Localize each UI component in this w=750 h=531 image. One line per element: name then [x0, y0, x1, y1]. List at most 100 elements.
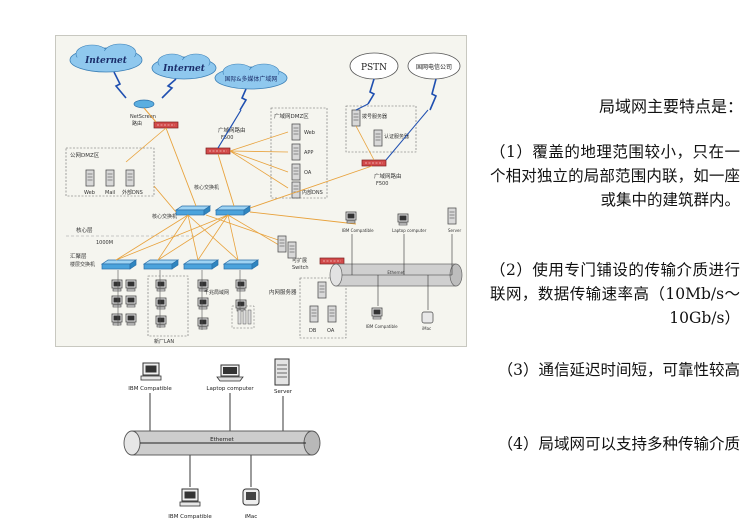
netscreen-label: NetScreen — [130, 114, 156, 120]
embedded-imac-label: iMac — [422, 326, 431, 331]
switch-word-label: Switch — [292, 265, 309, 271]
wan-dmz-label: 广域网DMZ区 — [274, 112, 309, 120]
isp-link — [429, 78, 438, 111]
imac-label: iMac — [245, 514, 258, 520]
db-server-icon — [309, 305, 319, 323]
mail-server-icon — [105, 169, 115, 187]
pstn-cloud: PSTN — [349, 52, 399, 80]
pstn-label: PSTN — [361, 63, 387, 73]
embedded-ibm-pc-1 — [345, 211, 357, 224]
embedded-imac-icon — [421, 311, 434, 324]
intranet-server-label: 内网服务器 — [269, 288, 297, 296]
auth-server-icon — [373, 129, 383, 147]
wan-cloud: 国际&多媒体广域网 — [214, 63, 288, 90]
agg-switch-3 — [183, 259, 219, 270]
extend-switch-icon-2 — [287, 241, 297, 259]
dns-label: 外部DNS — [122, 189, 143, 196]
dmz-oa-server-icon — [291, 163, 301, 181]
wan-cloud-label: 国际&多媒体广域网 — [225, 75, 278, 83]
extend-switch-label: 可扩展 — [292, 257, 307, 264]
agg-layer-label: 汇聚层 — [70, 252, 87, 260]
gigabit-lan-label: 千兆局域网 — [204, 289, 229, 296]
dmz-app-server-icon — [291, 143, 301, 161]
embedded-laptop — [397, 213, 409, 226]
wan-router-model: F500 — [221, 135, 233, 141]
laptop-icon — [216, 364, 244, 382]
feature-4: （4）局域网可以支持多种传输介质 — [497, 435, 740, 453]
isp-label: 国网电信公司 — [416, 63, 452, 71]
web-server-icon — [85, 169, 95, 187]
dmz-dns-server-icon — [291, 181, 301, 199]
embedded-ibm-label-1: IBM Compatible — [342, 228, 374, 233]
dmz-web-label: Web — [304, 130, 315, 136]
internet-cloud-1: Internet — [69, 43, 143, 73]
public-dmz-label: 公网DMZ区 — [70, 152, 100, 159]
core-switch-2 — [215, 205, 251, 216]
web-label: Web — [84, 190, 95, 196]
wan-router2-label: 广域网路由 — [374, 172, 402, 180]
ibm-top-label: IBM Compatible — [128, 386, 172, 392]
intranet-router — [319, 257, 345, 265]
intranet-server-box — [299, 277, 347, 339]
gigabit-lan-devices — [237, 309, 252, 325]
server-icon — [274, 358, 290, 386]
oa-label: OA — [327, 328, 335, 334]
agg-switch-label: 楼层交换机 — [70, 261, 95, 268]
server-label: Server — [274, 389, 293, 395]
wan-link — [239, 88, 248, 111]
db-label: DB — [309, 328, 317, 334]
internet-link-2 — [161, 78, 177, 99]
edge-router — [133, 99, 155, 109]
ethernet-label: Ethernet — [210, 437, 235, 443]
wan-router — [205, 147, 231, 155]
embedded-server — [447, 207, 457, 225]
ibm-pc-top-icon — [140, 362, 162, 381]
router-left-label: 路由 — [132, 120, 142, 127]
auth-server-label: 认证服务器 — [384, 133, 409, 140]
pstn-link — [367, 78, 376, 105]
imac-icon — [242, 488, 260, 506]
isp-cloud: 国网电信公司 — [407, 52, 461, 80]
ethernet-bus: Ethernet — [123, 430, 321, 456]
core-switch-1 — [175, 205, 211, 216]
intranet-switch-icon — [317, 281, 327, 299]
wan-dmz-box — [270, 107, 328, 199]
public-dmz-box — [65, 147, 155, 197]
ibm-bottom-label: IBM Compatible — [168, 514, 212, 520]
laptop-label: Laptop computer — [206, 386, 254, 392]
ibm-pc-bottom-icon — [179, 488, 201, 507]
embedded-ibm-pc-2 — [371, 307, 383, 320]
core-layer-label: 核心层 — [76, 226, 93, 234]
embedded-server-label: Server — [448, 228, 461, 233]
access-box — [345, 105, 417, 153]
lan-pcs — [111, 279, 247, 330]
agg-switch-4 — [223, 259, 259, 270]
features-title: 局域网主要特点是： — [598, 97, 743, 116]
new-lan-label: 新厂LAN — [154, 338, 174, 345]
dns-server-icon — [125, 169, 135, 187]
embedded-ibm-label-2: IBM Compatible — [366, 324, 398, 329]
core-switch-label: 核心交换机 — [152, 213, 177, 220]
internet-label-2: Internet — [162, 64, 206, 74]
wan-router-2 — [361, 159, 387, 167]
wan-router2-model: F500 — [376, 181, 388, 187]
dmz-web-server-icon — [291, 123, 301, 141]
dmz-dns-label: 内部DNS — [302, 189, 323, 196]
internet-label-1: Internet — [84, 56, 128, 66]
new-lan-box — [147, 275, 189, 337]
embedded-ethernet-label: Ethernet — [387, 270, 405, 275]
access-server-icon — [351, 109, 361, 127]
agg-switch-1 — [101, 259, 137, 270]
embedded-laptop-label: Laptop computer — [392, 228, 427, 233]
ethernet-bus-diagram: IBM Compatible Laptop computer Server Et… — [123, 358, 321, 520]
wan-router-label: 广域网路由 — [218, 126, 246, 134]
core-top-label: 核心交换机 — [194, 184, 219, 191]
internet-cloud-2: Internet — [151, 53, 217, 80]
feature-3: （3）通信延迟时间短，可靠性较高 — [497, 361, 740, 379]
firewall-router — [153, 121, 179, 129]
access-server-label: 拨号服务器 — [362, 113, 387, 120]
embedded-ethernet-bus: Ethernet — [329, 263, 463, 287]
gigabit-label: 1000M — [96, 240, 113, 246]
network-diagram: Internet Internet 国际&多媒体广域网 PSTN 国网电信公司 … — [55, 35, 467, 347]
feature-1: （1）覆盖的地理范围较小，只在一个相对独立的局部范围内联，如一座或集中的建筑群内… — [490, 143, 740, 209]
